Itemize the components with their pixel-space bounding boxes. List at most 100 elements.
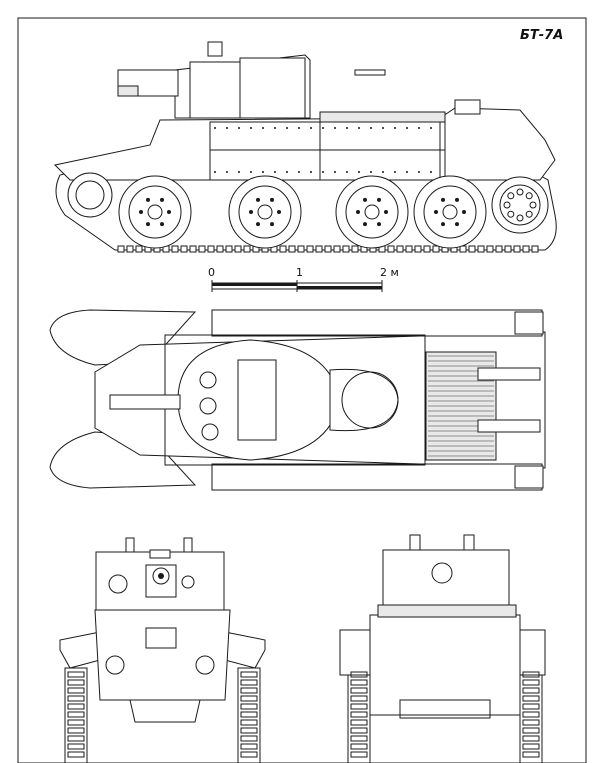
rivet <box>418 171 420 173</box>
track-link <box>351 704 367 709</box>
road-wheel-bolt <box>270 197 274 202</box>
track-link <box>325 246 331 252</box>
track-link <box>208 246 214 252</box>
track-link <box>68 712 84 717</box>
rivet <box>262 171 264 173</box>
rivet <box>286 127 288 129</box>
road-wheel-bolt <box>384 210 388 214</box>
track-link <box>241 696 257 701</box>
track-link <box>351 736 367 741</box>
rivet <box>406 171 408 173</box>
rivet <box>274 171 276 173</box>
road-wheel-bolt <box>146 222 150 227</box>
rivet <box>370 127 372 129</box>
rivet <box>250 127 252 129</box>
road-wheel-bolt <box>441 222 445 227</box>
road-wheel-bolt <box>270 222 274 227</box>
top-track-lower <box>212 464 542 490</box>
track-link <box>68 736 84 741</box>
track-link <box>523 712 539 717</box>
track-link <box>523 720 539 725</box>
top-rear-box <box>515 466 543 488</box>
track-link <box>532 246 538 252</box>
rear-vision-port <box>432 563 452 583</box>
track-link <box>523 752 539 757</box>
rivet <box>214 171 216 173</box>
side-engine-grille <box>320 112 445 122</box>
front-headlight-right <box>196 656 214 674</box>
track-link <box>241 688 257 693</box>
track-link <box>136 246 142 252</box>
track-link <box>433 246 439 252</box>
road-wheel-bolt <box>160 222 164 227</box>
sprocket-hole <box>504 202 510 208</box>
rivet <box>274 127 276 129</box>
road-wheel-bolt <box>139 210 143 214</box>
sprocket-holes <box>504 189 536 221</box>
front-track-left <box>65 668 87 763</box>
track-link <box>478 246 484 252</box>
side-mg <box>355 70 385 75</box>
track-link <box>343 246 349 252</box>
road-wheel-bolt <box>167 210 171 214</box>
front-fender-right <box>225 632 265 668</box>
scale-label-1: 1 <box>296 266 303 279</box>
front-vision-port <box>109 575 127 593</box>
track-link <box>68 696 84 701</box>
rear-turret <box>383 550 509 605</box>
track-link <box>241 744 257 749</box>
track-link <box>351 680 367 685</box>
rivet <box>382 127 384 129</box>
road-wheel-bolt <box>160 197 164 202</box>
side-view <box>55 42 556 252</box>
rivet <box>238 127 240 129</box>
rear-turret-lug <box>410 535 420 550</box>
track-link <box>523 704 539 709</box>
track-link <box>351 728 367 733</box>
track-link <box>523 688 539 693</box>
track-link <box>496 246 502 252</box>
rivet <box>226 171 228 173</box>
rivet <box>346 171 348 173</box>
track-link <box>241 728 257 733</box>
side-road-wheels <box>119 176 486 248</box>
track-link <box>424 246 430 252</box>
track-link <box>316 246 322 252</box>
track-link <box>415 246 421 252</box>
track-link <box>352 246 358 252</box>
road-wheel-hub <box>443 205 457 219</box>
track-link <box>523 736 539 741</box>
track-link <box>351 672 367 677</box>
track-link <box>351 744 367 749</box>
side-gun-barrel <box>118 86 138 96</box>
track-link <box>181 246 187 252</box>
road-wheel-rim <box>239 186 291 238</box>
track-link <box>68 728 84 733</box>
front-vision-port <box>182 576 194 588</box>
scale-label-0: 0 <box>208 266 215 279</box>
front-track-right <box>238 668 260 763</box>
rear-plate <box>400 700 490 718</box>
track-link <box>241 712 257 717</box>
rivet <box>250 171 252 173</box>
rivet <box>298 171 300 173</box>
track-link <box>241 704 257 709</box>
track-link <box>68 704 84 709</box>
sprocket-hole <box>517 189 523 195</box>
track-link <box>241 720 257 725</box>
track-link <box>334 246 340 252</box>
rivet <box>310 127 312 129</box>
rivet <box>370 171 372 173</box>
road-wheel-bolt <box>363 197 367 202</box>
side-rivets <box>214 127 432 173</box>
sheet-frame <box>18 18 586 763</box>
track-link <box>68 744 84 749</box>
road-wheel-bolt <box>377 222 381 227</box>
track-link <box>241 680 257 685</box>
road-wheel-bolt <box>462 210 466 214</box>
front-fender-left <box>60 632 100 668</box>
track-link <box>469 246 475 252</box>
track-link <box>487 246 493 252</box>
